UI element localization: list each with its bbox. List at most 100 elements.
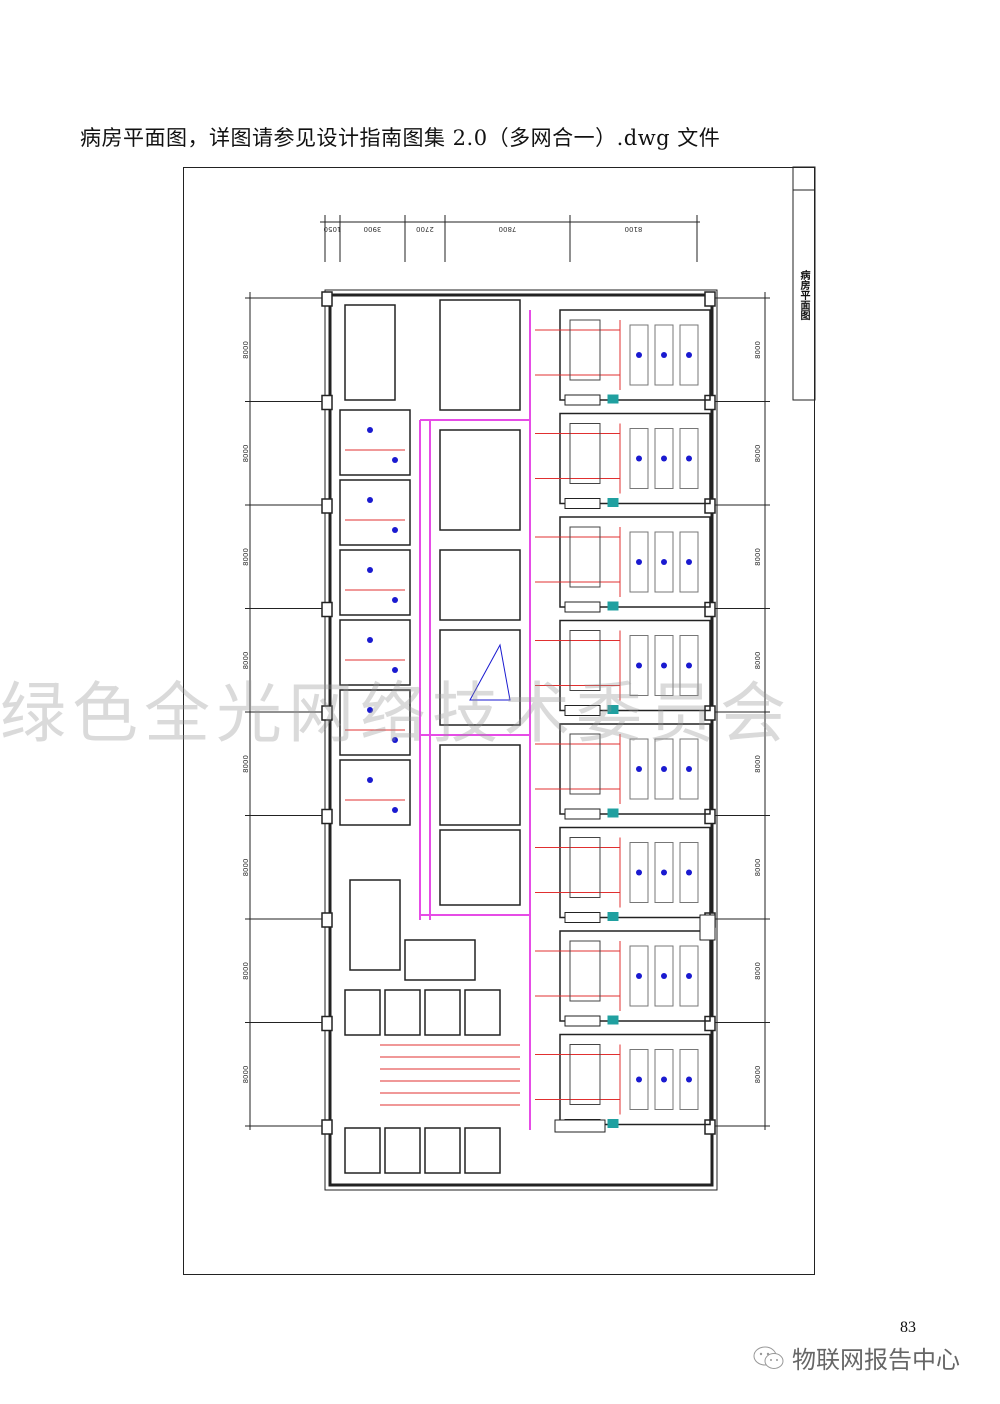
- column: [321, 808, 333, 825]
- bed: [629, 738, 649, 800]
- column: [321, 601, 333, 618]
- blue-device: [636, 352, 642, 358]
- cabinet: [564, 498, 601, 509]
- bed: [654, 945, 674, 1007]
- cabinet: [564, 601, 601, 613]
- cyan-device: [607, 1015, 619, 1025]
- side-dimension-label: 8000: [754, 548, 762, 566]
- bed: [654, 635, 674, 696]
- blue-device: [686, 662, 692, 669]
- blue-device: [686, 869, 692, 876]
- ward-room: [559, 412, 711, 505]
- blue-device: [636, 662, 642, 669]
- side-dimension-label: 8000: [242, 962, 250, 980]
- cabinet: [564, 1015, 601, 1027]
- blue-device: [392, 737, 398, 743]
- source-label: 物联网报告中心: [792, 1346, 960, 1374]
- elevator: [384, 989, 421, 1036]
- blue-device: [661, 662, 667, 669]
- building-outline-outer: [324, 289, 718, 1191]
- cyan-device: [607, 705, 619, 714]
- building-outline: [328, 293, 714, 1187]
- blue-device: [636, 973, 642, 979]
- cyan-device: [607, 1119, 619, 1128]
- core-room: [439, 549, 521, 621]
- bed: [679, 842, 699, 903]
- ward-room: [559, 619, 711, 712]
- elevator: [344, 989, 381, 1036]
- side-dimension-label: 8000: [242, 548, 250, 566]
- blue-device: [686, 455, 692, 462]
- page-number: 83: [900, 1319, 916, 1336]
- cabinet: [564, 808, 601, 820]
- column: [321, 1015, 333, 1032]
- blue-device: [636, 1076, 642, 1083]
- title-block-label: 病房平面图: [798, 270, 809, 320]
- bathroom: [569, 940, 601, 1002]
- cyan-device: [607, 912, 619, 921]
- bed: [654, 1049, 674, 1110]
- bathroom: [569, 423, 601, 484]
- dimension-label: 2700: [416, 225, 434, 233]
- stair: [349, 879, 401, 971]
- bathroom: [569, 1044, 601, 1105]
- core-room: [439, 629, 521, 726]
- cabinet: [564, 912, 601, 923]
- side-dimension-label: 8000: [242, 652, 250, 670]
- bed: [654, 531, 674, 593]
- bed: [679, 945, 699, 1007]
- left-room: [339, 409, 411, 476]
- blue-device: [367, 567, 373, 573]
- blue-device: [367, 637, 373, 643]
- side-dimension-label: 8000: [242, 755, 250, 773]
- dimension-label: 3900: [364, 225, 382, 233]
- ward-room: [559, 723, 711, 815]
- blue-device: [392, 527, 398, 533]
- wechat-icon: [753, 1346, 784, 1369]
- ward-room: [559, 1033, 711, 1126]
- blue-device: [367, 497, 373, 503]
- bed: [679, 324, 699, 386]
- blue-device: [367, 707, 373, 713]
- side-dimension-label: 8000: [754, 652, 762, 670]
- left-room: [339, 479, 411, 546]
- blue-device: [392, 807, 398, 813]
- left-room: [339, 549, 411, 616]
- drawing-frame: [183, 167, 815, 1275]
- blue-device: [686, 973, 692, 979]
- core-room: [439, 299, 521, 411]
- ward-room: [559, 309, 711, 401]
- bathroom: [569, 733, 601, 795]
- left-room: [339, 619, 411, 686]
- column: [321, 912, 333, 928]
- blue-device: [392, 667, 398, 673]
- source-badge: 物联网报告中心: [752, 1340, 960, 1375]
- side-dimension-label: 8000: [754, 755, 762, 773]
- dimension-label: 7800: [499, 225, 517, 233]
- side-dimension-label: 8000: [242, 445, 250, 463]
- side-dimension-label: 8000: [754, 1066, 762, 1084]
- page-caption: 病房平面图，详图请参见设计指南图集 2.0（多网合一）.dwg 文件: [80, 126, 721, 150]
- side-dimension-label: 8000: [242, 341, 250, 359]
- blue-device: [661, 1076, 667, 1083]
- bed: [654, 738, 674, 800]
- cyan-device: [607, 808, 619, 818]
- cyan-device: [607, 601, 619, 611]
- column: [699, 914, 716, 941]
- blue-device: [367, 777, 373, 783]
- bed: [654, 324, 674, 386]
- elevator: [464, 989, 501, 1036]
- side-dimension-label: 8000: [754, 445, 762, 463]
- bed: [654, 842, 674, 903]
- bathroom: [569, 630, 601, 691]
- blue-device: [661, 559, 667, 565]
- blue-device: [661, 352, 667, 358]
- elevator: [424, 989, 461, 1036]
- blue-device: [636, 559, 642, 565]
- column: [321, 291, 333, 307]
- column: [704, 291, 716, 307]
- cabinet: [564, 394, 601, 406]
- column: [321, 705, 333, 721]
- blue-device: [686, 1076, 692, 1083]
